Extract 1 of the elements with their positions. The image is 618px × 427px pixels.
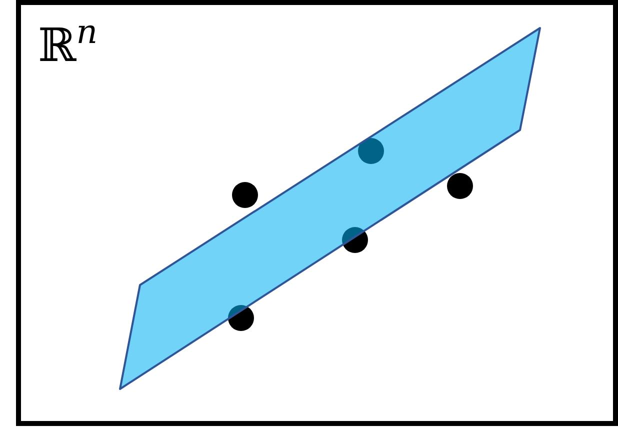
space-label: ℝ$^{n}$: [38, 22, 98, 68]
